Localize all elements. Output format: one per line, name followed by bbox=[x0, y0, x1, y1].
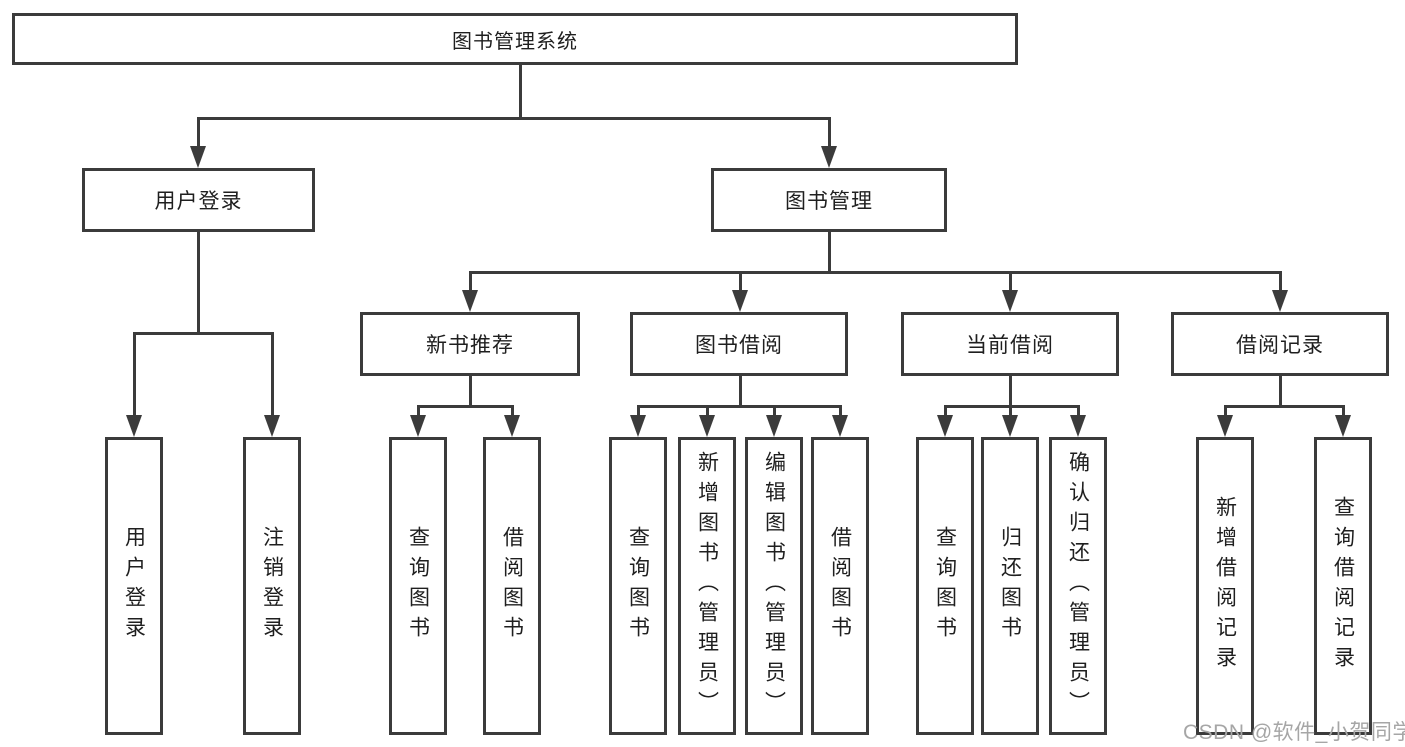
connector-line bbox=[469, 376, 472, 407]
connector-line bbox=[944, 405, 947, 417]
watermark: CSDN @软件_小贺同学 bbox=[1183, 721, 1405, 744]
leaf-confirm-return-admin-label: 确认归还（管理员） bbox=[1066, 451, 1090, 721]
connector-line bbox=[417, 405, 420, 417]
leaf-borrow-borrow-books-label: 借阅图书 bbox=[828, 526, 852, 646]
connector-arrowhead bbox=[1002, 415, 1018, 437]
node-book-management: 图书管理 bbox=[711, 168, 947, 232]
connector-line bbox=[1224, 405, 1227, 417]
leaf-edit-book-admin-label: 编辑图书（管理员） bbox=[762, 451, 786, 721]
connector-line bbox=[1279, 271, 1282, 291]
connector-line bbox=[469, 271, 1282, 274]
leaf-query-borrow-record-label: 查询借阅记录 bbox=[1331, 496, 1355, 676]
leaf-recommend-query-books-label: 查询图书 bbox=[406, 526, 430, 646]
connector-arrowhead bbox=[821, 146, 837, 168]
leaf-logout: 注销登录 bbox=[243, 437, 301, 735]
leaf-borrow-query-books-label: 查询图书 bbox=[626, 526, 650, 646]
connector-line bbox=[828, 232, 831, 273]
connector-line bbox=[1077, 405, 1080, 417]
leaf-add-borrow-record: 新增借阅记录 bbox=[1196, 437, 1254, 735]
connector-line bbox=[197, 117, 200, 149]
connector-line bbox=[1279, 376, 1282, 407]
leaf-borrow-query-books: 查询图书 bbox=[609, 437, 667, 735]
leaf-logout-label: 注销登录 bbox=[260, 526, 284, 646]
connector-line bbox=[197, 117, 831, 120]
leaf-user-login: 用户登录 bbox=[105, 437, 163, 735]
node-current-borrow: 当前借阅 bbox=[901, 312, 1119, 376]
connector-arrowhead bbox=[190, 146, 206, 168]
connector-line bbox=[469, 271, 472, 291]
connector-line bbox=[637, 405, 842, 408]
connector-arrowhead bbox=[1272, 290, 1288, 312]
node-new-book-recommend: 新书推荐 bbox=[360, 312, 580, 376]
connector-arrowhead bbox=[766, 415, 782, 437]
connector-line bbox=[773, 405, 776, 417]
connector-line bbox=[739, 376, 742, 407]
connector-arrowhead bbox=[126, 415, 142, 437]
leaf-user-login-label: 用户登录 bbox=[122, 526, 146, 646]
connector-line bbox=[511, 405, 514, 417]
connector-line bbox=[828, 117, 831, 149]
connector-arrowhead bbox=[1070, 415, 1086, 437]
connector-arrowhead bbox=[699, 415, 715, 437]
connector-line bbox=[1009, 376, 1012, 407]
connector-line bbox=[271, 332, 274, 417]
leaf-return-book: 归还图书 bbox=[981, 437, 1039, 735]
connector-line bbox=[197, 232, 200, 335]
node-borrow-records: 借阅记录 bbox=[1171, 312, 1389, 376]
leaf-recommend-borrow-books-label: 借阅图书 bbox=[500, 526, 524, 646]
connector-line bbox=[1009, 405, 1012, 417]
leaf-recommend-borrow-books: 借阅图书 bbox=[483, 437, 541, 735]
connector-arrowhead bbox=[1217, 415, 1233, 437]
node-new-book-recommend-label: 新书推荐 bbox=[426, 334, 514, 357]
node-book-borrow: 图书借阅 bbox=[630, 312, 848, 376]
node-current-borrow-label: 当前借阅 bbox=[966, 334, 1054, 357]
node-user-login: 用户登录 bbox=[82, 168, 315, 232]
leaf-current-query-books: 查询图书 bbox=[916, 437, 974, 735]
node-root: 图书管理系统 bbox=[12, 13, 1018, 65]
connector-line bbox=[133, 332, 136, 417]
node-borrow-records-label: 借阅记录 bbox=[1236, 334, 1324, 357]
node-book-management-label: 图书管理 bbox=[785, 190, 873, 213]
leaf-query-borrow-record: 查询借阅记录 bbox=[1314, 437, 1372, 735]
connector-arrowhead bbox=[410, 415, 426, 437]
leaf-add-book-admin-label: 新增图书（管理员） bbox=[695, 451, 719, 721]
connector-arrowhead bbox=[832, 415, 848, 437]
leaf-add-borrow-record-label: 新增借阅记录 bbox=[1213, 496, 1237, 676]
leaf-add-book-admin: 新增图书（管理员） bbox=[678, 437, 736, 735]
connector-arrowhead bbox=[937, 415, 953, 437]
connector-arrowhead bbox=[264, 415, 280, 437]
connector-arrowhead bbox=[462, 290, 478, 312]
leaf-borrow-borrow-books: 借阅图书 bbox=[811, 437, 869, 735]
connector-line bbox=[839, 405, 842, 417]
leaf-recommend-query-books: 查询图书 bbox=[389, 437, 447, 735]
connector-line bbox=[944, 405, 1080, 408]
connector-line bbox=[1342, 405, 1345, 417]
connector-line bbox=[1224, 405, 1345, 408]
connector-line bbox=[1009, 271, 1012, 291]
connector-arrowhead bbox=[1002, 290, 1018, 312]
connector-line bbox=[519, 65, 522, 119]
connector-line bbox=[417, 405, 514, 408]
leaf-confirm-return-admin: 确认归还（管理员） bbox=[1049, 437, 1107, 735]
node-user-login-label: 用户登录 bbox=[154, 190, 243, 213]
connector-arrowhead bbox=[1335, 415, 1351, 437]
connector-line bbox=[133, 332, 274, 335]
connector-line bbox=[739, 271, 742, 291]
leaf-edit-book-admin: 编辑图书（管理员） bbox=[745, 437, 803, 735]
leaf-return-book-label: 归还图书 bbox=[998, 526, 1022, 646]
node-book-borrow-label: 图书借阅 bbox=[695, 334, 783, 357]
connector-arrowhead bbox=[732, 290, 748, 312]
connector-arrowhead bbox=[504, 415, 520, 437]
connector-line bbox=[706, 405, 709, 417]
connector-arrowhead bbox=[630, 415, 646, 437]
connector-line bbox=[637, 405, 640, 417]
leaf-current-query-books-label: 查询图书 bbox=[933, 526, 957, 646]
node-root-label: 图书管理系统 bbox=[452, 30, 578, 53]
